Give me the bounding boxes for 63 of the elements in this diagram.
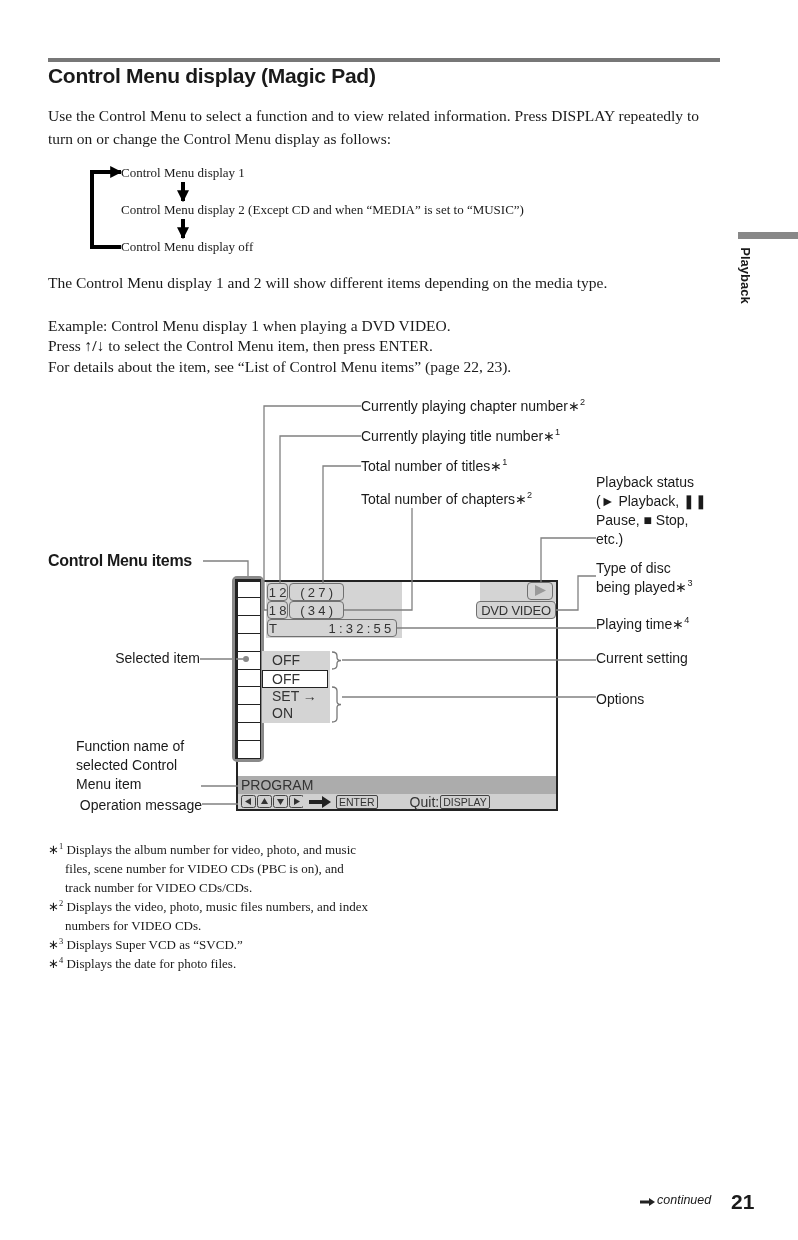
callout-text: Total number of titles∗$^{1}$ xyxy=(361,457,571,475)
callout-text: Type of disc being played∗$^{3}$ xyxy=(596,559,704,597)
key-label: ENTER xyxy=(336,794,378,809)
flow-step-text: Control Menu display 1 xyxy=(121,164,291,182)
leader-line xyxy=(322,465,362,584)
leader-line xyxy=(555,575,597,611)
leader-line xyxy=(341,659,597,661)
play-status-icon xyxy=(527,582,553,600)
display-readout xyxy=(267,619,397,637)
arrow xyxy=(177,182,189,203)
option-text: OFF xyxy=(262,670,328,688)
setting-text: OFF xyxy=(262,651,330,670)
body-text: Press ↑/↓ to select the Control Menu item, then press ENTER. xyxy=(48,336,434,356)
leader-line xyxy=(343,507,413,611)
body-text: Use the Control Menu to select a function and to view related information. Press DISPLAY repeatedly to turn on or change the Control Menu display as follows: xyxy=(48,106,700,149)
callout-text: Playing time∗$^{4}$ xyxy=(596,615,746,633)
footnote: ∗$^{2}$ Displays the video, photo, music files numbers, and index numbers for VIDEO CDs. xyxy=(48,897,369,935)
flow-step-text: Control Menu display off xyxy=(121,238,301,256)
message-bar xyxy=(238,794,556,809)
selected-dot xyxy=(243,656,249,662)
callout-text: Currently playing title number∗$^{1}$ xyxy=(361,427,601,445)
arrow xyxy=(90,166,123,249)
option-text: SET → xyxy=(271,687,318,706)
quit-text: Quit: xyxy=(409,793,440,810)
callout-text: Selected item xyxy=(90,649,200,667)
section-tab-text: Playback xyxy=(737,246,753,306)
page-number: 21 xyxy=(731,1190,755,1214)
callout-text: Current setting xyxy=(596,649,746,667)
leader-line xyxy=(199,658,244,660)
arrow xyxy=(177,219,189,240)
leader-line xyxy=(540,537,597,583)
function-name-bar: PROGRAM xyxy=(238,776,556,794)
callout-text: Function name of selected Control Menu item xyxy=(76,737,201,794)
callout-text: Options xyxy=(596,690,746,708)
readout-text: 1 : 3 2 : 5 5 xyxy=(328,620,391,636)
leader-line xyxy=(202,560,249,577)
display-readout: ( 3 4 ) xyxy=(289,601,344,619)
key-label: DISPLAY xyxy=(440,794,490,809)
continued-text: continued xyxy=(657,1193,712,1207)
callout-heading: Control Menu items xyxy=(48,551,203,571)
display-readout: 1 2 xyxy=(267,583,288,601)
callout-text: Total number of chapters∗$^{2}$ xyxy=(361,490,571,508)
callout-text: Playback status (► Playback, ❚❚ Pause, ■ Stop, etc.) xyxy=(596,473,708,549)
leader-line xyxy=(341,696,597,698)
option-text: ON xyxy=(271,705,294,723)
leader-line xyxy=(201,803,239,805)
body-text: Example: Control Menu display 1 when playing a DVD VIDEO. xyxy=(48,316,452,336)
leader-line xyxy=(279,435,362,584)
readout-text: T xyxy=(269,620,277,636)
footnote: ∗$^{1}$ Displays the album number for video, photo, and music files, scene number for VIDEO CDs (PBC is on), and track number for VIDEO CDs/CDs. xyxy=(48,840,358,897)
body-text: For details about the item, see “List of Control Menu items” (page 22, 23). xyxy=(48,357,513,377)
callout-text: Currently playing chapter number∗$^{2}$ xyxy=(361,397,631,415)
page-title: Control Menu display (Magic Pad) xyxy=(48,64,376,88)
display-readout: DVD VIDEO xyxy=(476,601,556,619)
footnote: ∗$^{4}$ Displays the date for photo files. xyxy=(48,954,238,973)
display-readout: 1 8 xyxy=(267,601,288,619)
flow-step-text: Control Menu display 2 (Except CD and when “MEDIA” is set to “MUSIC”) xyxy=(121,201,621,219)
footnote: ∗$^{3}$ Displays Super VCD as “SVCD.” xyxy=(48,935,244,954)
leader-line xyxy=(396,627,597,629)
display-readout: ( 2 7 ) xyxy=(289,583,344,601)
callout-text: Operation message xyxy=(50,796,202,814)
leader-line xyxy=(200,785,239,787)
leader-line xyxy=(263,405,362,611)
